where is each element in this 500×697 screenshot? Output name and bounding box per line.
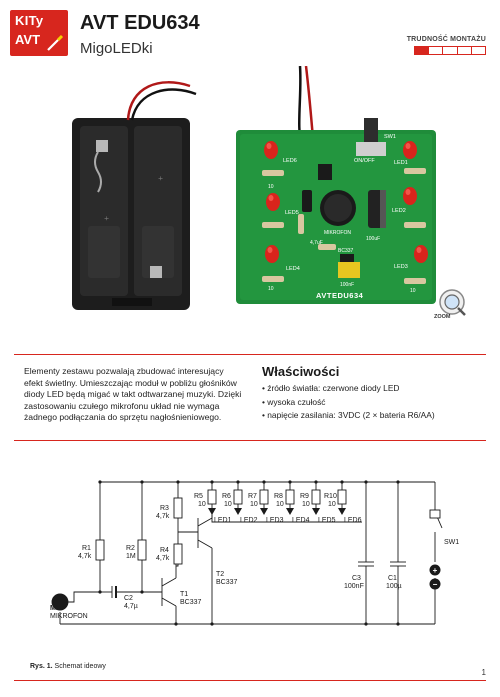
r9-value: 10 <box>302 501 310 508</box>
pcb-r-value: 10 <box>268 184 274 190</box>
r10-value: 10 <box>328 501 336 508</box>
feature-item: źródło światła: czerwone diody LED <box>262 382 435 396</box>
led4-label: LED4 <box>292 517 310 524</box>
difficulty-meter <box>414 46 486 55</box>
r8-label: R8 <box>274 493 283 500</box>
r1-value: 4,7k <box>78 553 92 560</box>
pcb-sw1-label: SW1 <box>384 134 396 140</box>
r8-value: 10 <box>276 501 284 508</box>
difficulty-cell <box>429 47 444 54</box>
r7-value: 10 <box>250 501 258 508</box>
svg-text:+: + <box>156 176 165 181</box>
difficulty-cell <box>471 47 486 54</box>
pcb-led4-label: LED4 <box>286 266 300 272</box>
pcb-led1-label: LED1 <box>394 160 408 166</box>
screwdriver-icon <box>47 34 64 51</box>
led5-label: LED5 <box>318 517 336 524</box>
r3-label: R3 <box>160 505 169 512</box>
footer-divider <box>14 680 486 681</box>
pcb-bc337-label: BC337 <box>338 248 354 254</box>
r4-label: R4 <box>160 547 169 554</box>
section-divider <box>14 354 486 355</box>
pcb-cap2-label: 4,7uF <box>310 240 323 246</box>
section-divider <box>14 440 486 441</box>
kit-code: AVT EDU634 <box>80 12 200 34</box>
led3-label: LED3 <box>266 517 284 524</box>
c3-value: 100nF <box>344 583 364 590</box>
pcb-mikrofon-label: MIKROFON <box>324 230 351 236</box>
plus-symbol: + <box>433 566 438 575</box>
m1-value: MIKROFON <box>50 613 88 620</box>
c3-label: C3 <box>352 575 361 582</box>
led2-label: LED2 <box>240 517 258 524</box>
r6-label: R6 <box>222 493 231 500</box>
sw1-label: SW1 <box>444 539 459 546</box>
r6-value: 10 <box>224 501 232 508</box>
pcb-r-value: 10 <box>410 288 416 294</box>
difficulty-cell <box>443 47 458 54</box>
schematic-diagram: R1 4,7k R2 1M R3 4,7k R4 4,7k R5 10 R6 1… <box>50 480 459 626</box>
battery-holder: + + <box>72 118 190 310</box>
pcb-led3-label: LED3 <box>394 264 408 270</box>
c1-label: C1 <box>388 575 397 582</box>
kity-avt-logo: KITy AVT <box>10 10 68 56</box>
pcb-board: SW1 ON/OFF LED6 LED1 LED5 LED2 LED4 LED3 <box>236 118 436 304</box>
feature-item: napięcie zasilania: 3VDC (2 × bateria R6… <box>262 409 434 423</box>
r9-label: R9 <box>300 493 309 500</box>
zoom-label: ZOOM <box>434 314 451 320</box>
page-number: 1 <box>481 668 486 677</box>
difficulty-label: TRUDNOŚĆ MONTAŻU <box>406 36 486 43</box>
r5-label: R5 <box>194 493 203 500</box>
r10-label: R10 <box>324 493 337 500</box>
c2-label: C2 <box>124 595 133 602</box>
minus-symbol: − <box>433 580 438 589</box>
battery-plus-terminal <box>429 564 441 576</box>
product-photo: + + SW1 ON/OFF <box>72 66 466 320</box>
pcb-r-value: 10 <box>268 286 274 292</box>
features-title: Właściwości <box>262 364 340 379</box>
battery-minus-terminal <box>429 578 441 590</box>
c1-value: 100µ <box>386 583 402 590</box>
caption-label: Rys. 1. <box>30 663 53 670</box>
r2-label: R2 <box>126 545 135 552</box>
pcb-board-label: AVTEDU634 <box>316 291 364 300</box>
pcb-cap1-label: 100uF <box>366 236 380 242</box>
zoom-icon[interactable]: ZOOM <box>434 289 466 320</box>
pcb-led6-label: LED6 <box>283 158 297 164</box>
r2-value: 1M <box>126 553 136 560</box>
feature-item: wysoka czułość <box>262 396 435 410</box>
kit-name: MigoLEDki <box>80 40 153 57</box>
r5-value: 10 <box>198 501 206 508</box>
r1-label: R1 <box>82 545 91 552</box>
svg-text:+: + <box>102 216 111 221</box>
features-list: źródło światła: czerwone diody LED wysok… <box>262 382 435 423</box>
r4-value: 4,7k <box>156 555 170 562</box>
t1-value: BC337 <box>180 599 202 606</box>
r3-value: 4,7k <box>156 513 170 520</box>
r7-label: R7 <box>248 493 257 500</box>
kit-description: Elementy zestawu pozwalają zbudować inte… <box>24 366 242 422</box>
pcb-onoff-label: ON/OFF <box>354 158 375 164</box>
figure-caption: Rys. 1. Schemat ideowy <box>30 663 106 670</box>
caption-text: Schemat ideowy <box>54 663 106 670</box>
t2-value: BC337 <box>216 579 238 586</box>
pcb-cap3-label: 100nF <box>340 282 354 288</box>
pcb-led2-label: LED2 <box>392 208 406 214</box>
led6-label: LED6 <box>344 517 362 524</box>
t1-label: T1 <box>180 591 188 598</box>
pcb-led5-label: LED5 <box>285 210 299 216</box>
m1-label: M1 <box>50 605 60 612</box>
difficulty-cell <box>457 47 472 54</box>
logo-line2: AVT <box>15 32 41 47</box>
c2-value: 4,7µ <box>124 603 138 610</box>
led1-label: LED1 <box>214 517 232 524</box>
t2-label: T2 <box>216 571 224 578</box>
logo-line1: KITy <box>15 13 44 28</box>
difficulty-cell <box>415 47 430 54</box>
